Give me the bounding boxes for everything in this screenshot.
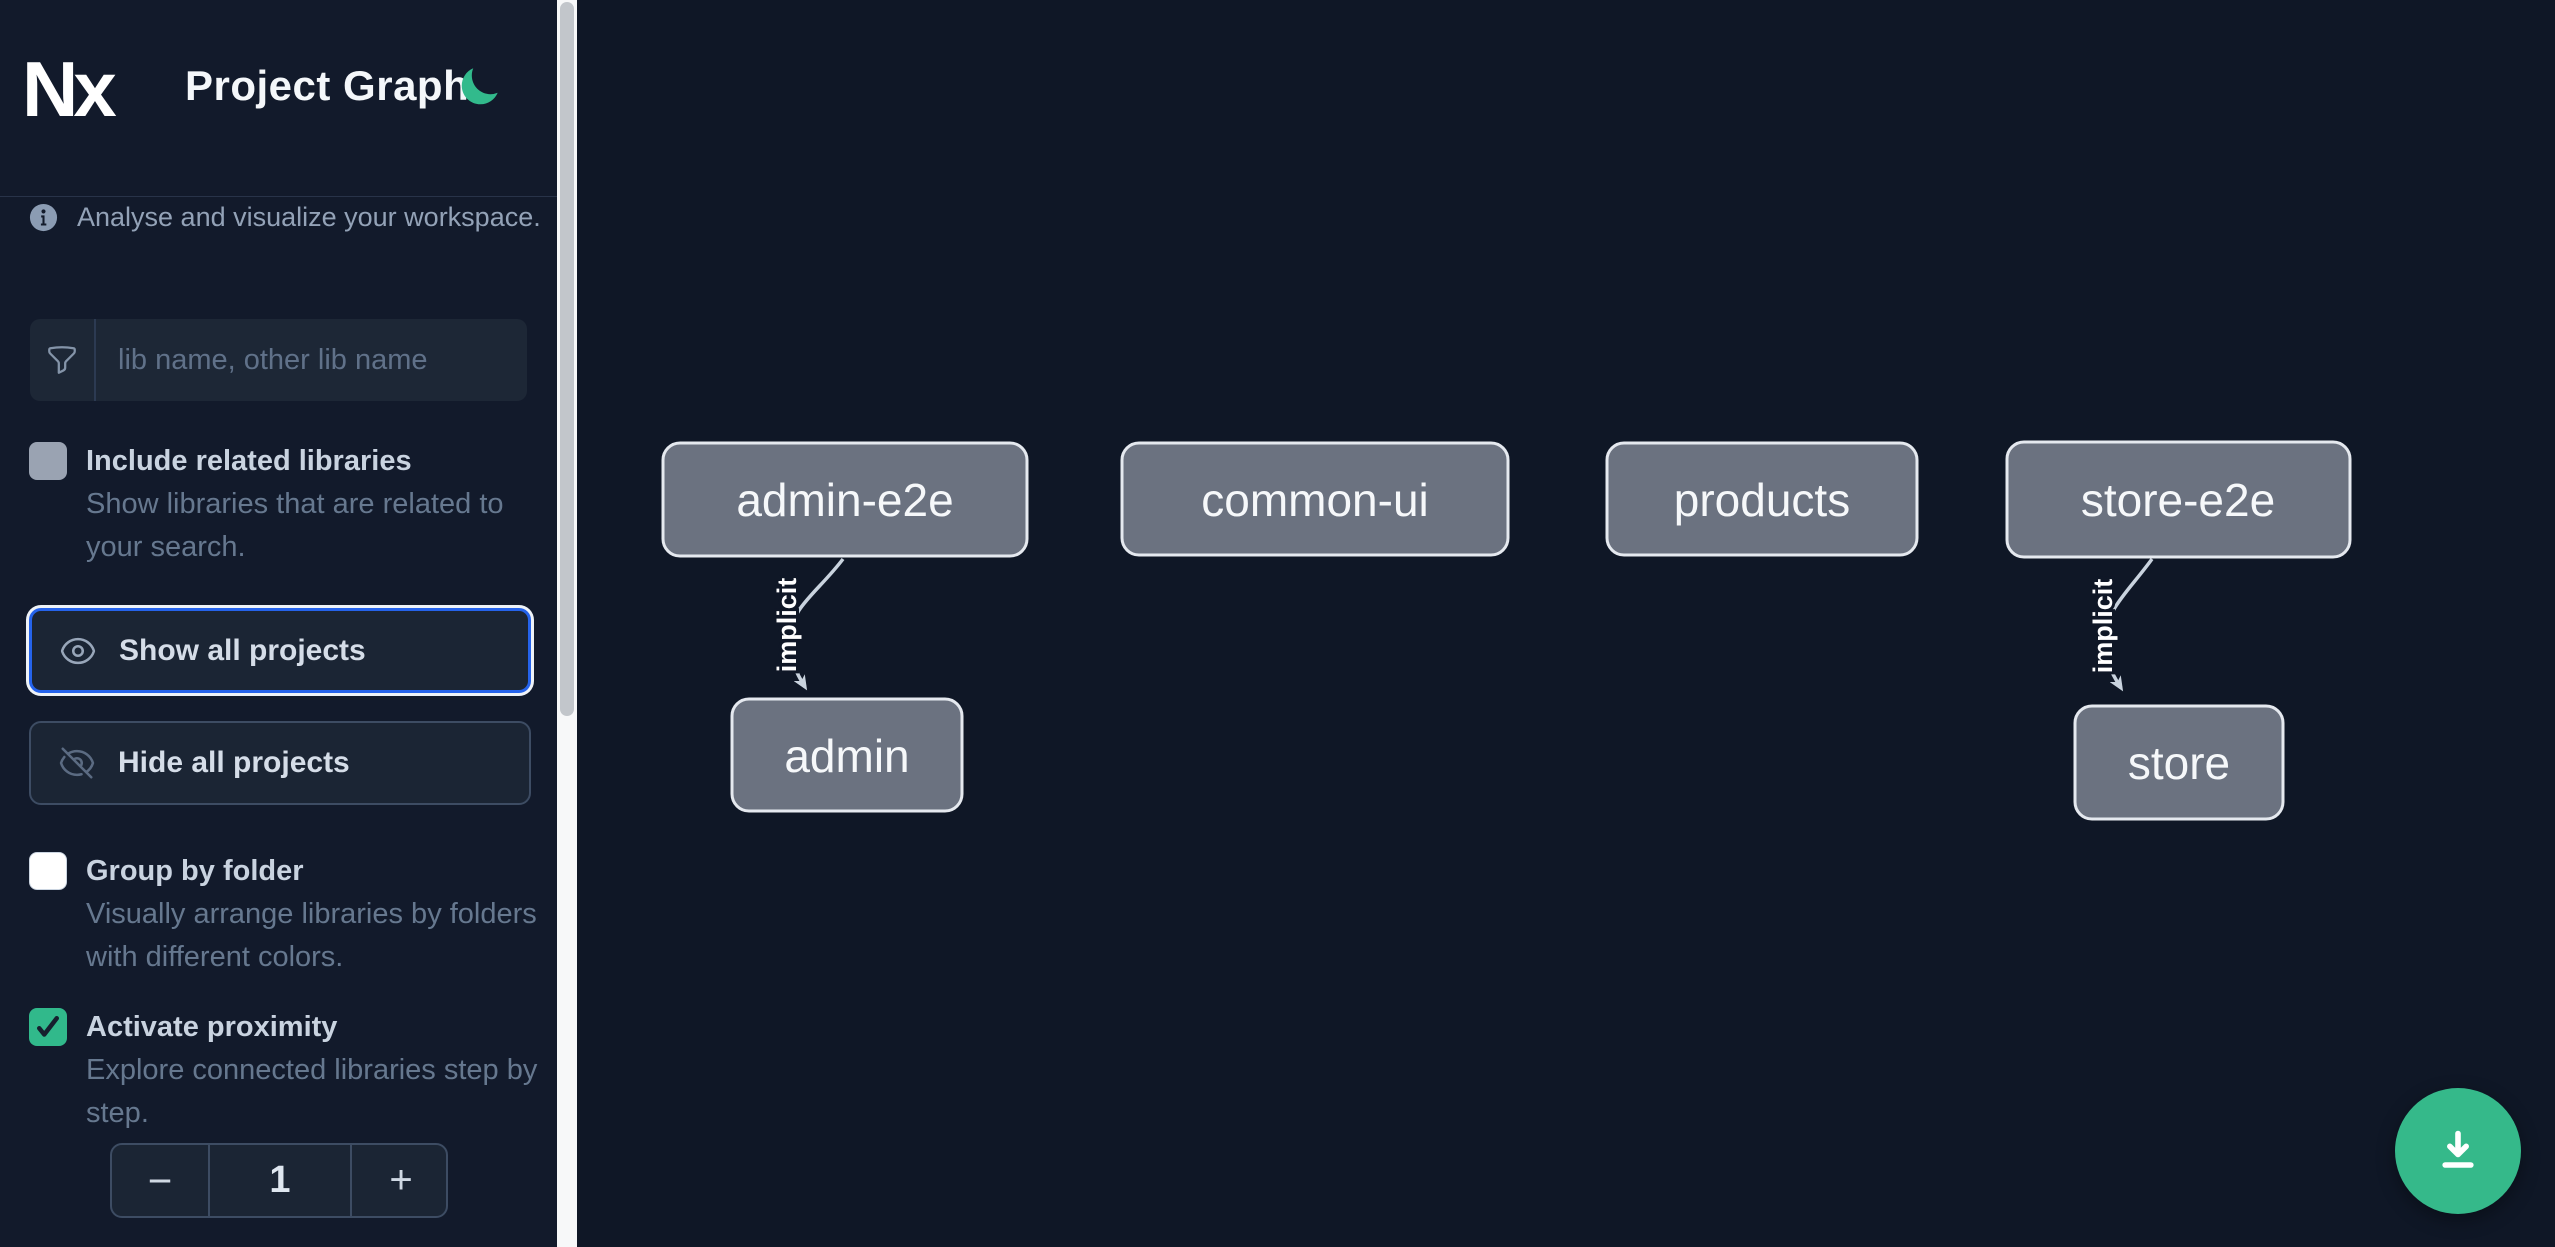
activate-proximity-label: Activate proximity [86, 1011, 338, 1043]
node-store[interactable]: store [2073, 704, 2285, 821]
show-all-projects-label: Show all projects [119, 633, 366, 667]
node-admin-e2e[interactable]: admin-e2e [661, 441, 1029, 558]
tagline-text: Analyse and visualize your workspace. [77, 202, 541, 232]
node-label: admin [784, 730, 909, 782]
filter-searchbox [30, 319, 527, 401]
edge-label: implicit [772, 578, 802, 673]
proximity-stepper: − 1 + [110, 1143, 448, 1218]
workspace-info-row: Analyse and visualize your workspace. [28, 202, 541, 233]
sidebar-scrollbar-track [557, 0, 577, 1247]
theme-toggle-button[interactable] [456, 64, 502, 110]
sidebar-header: Nx Project Graph [0, 0, 557, 197]
hide-all-projects-button[interactable]: Hide all projects [29, 721, 531, 805]
node-label: products [1674, 474, 1850, 526]
group-by-folder-description: Visually arrange libraries by folders wi… [86, 898, 537, 973]
sidebar: Nx Project Graph Analyse and visualize y… [0, 0, 557, 1247]
proximity-value[interactable]: 1 [269, 1159, 291, 1201]
info-icon [29, 203, 58, 232]
page-title: Project Graph [185, 62, 470, 109]
node-label: common-ui [1201, 474, 1429, 526]
edge-admin-e2e-to-admin: implicit [769, 557, 845, 691]
proximity-decrement-button[interactable]: − [112, 1145, 210, 1216]
include-related-label: Include related libraries [86, 445, 412, 477]
node-admin[interactable]: admin [730, 697, 964, 813]
filter-input[interactable] [96, 319, 527, 401]
download-image-button[interactable] [2395, 1088, 2521, 1214]
node-label: admin-e2e [736, 474, 953, 526]
hide-all-projects-label: Hide all projects [118, 746, 350, 779]
proximity-increment-button[interactable]: + [350, 1145, 450, 1216]
eye-icon [60, 637, 96, 664]
include-related-description: Show libraries that are related to your … [86, 488, 504, 563]
edge-store-e2e-to-store: implicit [2085, 557, 2154, 692]
node-products[interactable]: products [1605, 441, 1919, 557]
group-by-folder-checkbox[interactable] [29, 852, 67, 890]
include-related-checkbox[interactable] [29, 442, 67, 480]
node-common-ui[interactable]: common-ui [1120, 441, 1510, 557]
eye-slash-icon [59, 747, 95, 779]
edge-label: implicit [2088, 579, 2118, 674]
group-by-folder-option: Group by folder Visually arrange librari… [29, 850, 541, 979]
node-label: store-e2e [2081, 474, 2275, 526]
graph-canvas[interactable]: implicit implicit admin-e2e common-ui pr… [577, 0, 2555, 1247]
project-graph-svg: implicit implicit admin-e2e common-ui pr… [661, 440, 2352, 821]
check-icon [37, 1016, 59, 1037]
activate-proximity-option: Activate proximity Explore connected lib… [29, 1006, 541, 1135]
funnel-icon [30, 319, 96, 401]
download-icon [2442, 1130, 2474, 1168]
moon-icon [461, 68, 498, 105]
activate-proximity-checkbox[interactable] [29, 1008, 67, 1046]
group-by-folder-label: Group by folder [86, 855, 304, 887]
nx-logo-text: Nx [26, 56, 116, 120]
node-store-e2e[interactable]: store-e2e [2005, 440, 2352, 559]
show-all-projects-button[interactable]: Show all projects [29, 608, 531, 693]
nx-logo-icon: Nx [26, 56, 121, 120]
sidebar-scrollbar-thumb[interactable] [560, 2, 574, 716]
activate-proximity-description: Explore connected libraries step by step… [86, 1054, 538, 1129]
include-related-option: Include related libraries Show libraries… [29, 440, 541, 569]
node-label: store [2128, 737, 2230, 789]
